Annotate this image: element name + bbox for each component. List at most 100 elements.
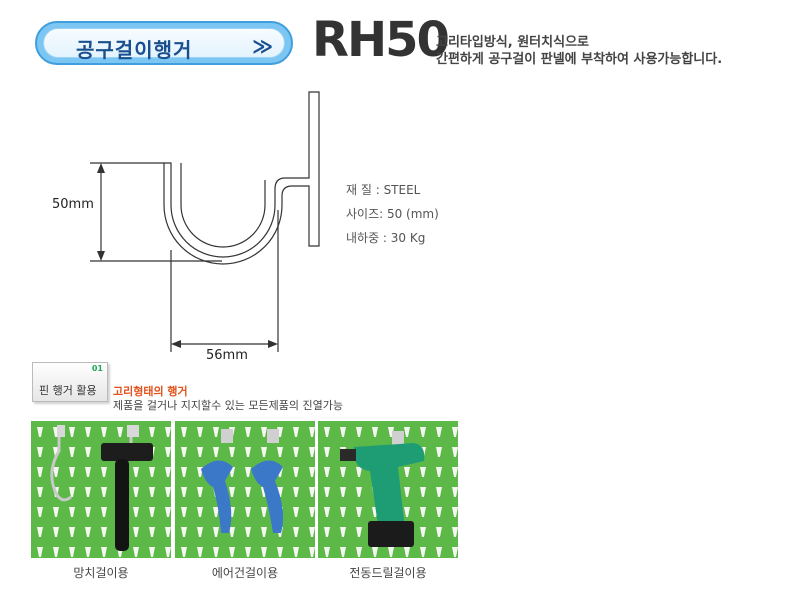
pegboard-hole xyxy=(101,427,107,437)
pegboard-hole xyxy=(197,527,203,537)
pegboard-hole xyxy=(436,507,442,517)
pegboard-hole xyxy=(340,427,346,437)
pegboard-hole xyxy=(436,527,442,537)
hammer-handle xyxy=(115,459,129,551)
pegboard-hole xyxy=(340,467,346,477)
photo-caption-drill: 전동드릴걸이용 xyxy=(349,566,427,580)
pegboard-hole xyxy=(340,527,346,537)
pegboard-hole xyxy=(197,447,203,457)
pegboard-hole xyxy=(309,467,315,477)
pegboard-hole xyxy=(85,507,91,517)
pegboard-hole xyxy=(309,547,315,557)
pegboard-hole xyxy=(436,427,442,437)
pegboard-holes xyxy=(181,427,315,557)
photo-caption-hammer: 망치걸이용 xyxy=(73,566,129,580)
pegboard-hole xyxy=(149,527,155,537)
usage-tag: 01 핀 행거 활용 xyxy=(32,362,108,402)
pegboard-hole xyxy=(85,447,91,457)
pegboard-hole xyxy=(309,487,315,497)
description-line-2: 간편하게 공구걸이 판넬에 부착하여 사용가능합니다. xyxy=(436,52,723,67)
pegboard-hole xyxy=(149,487,155,497)
pegboard-hole xyxy=(309,427,315,437)
pegboard-hole xyxy=(133,507,139,517)
pegboard-hole xyxy=(261,507,267,517)
pegboard-hole xyxy=(293,427,299,437)
pegboard-hole xyxy=(388,547,394,557)
pegboard-hole xyxy=(53,547,59,557)
pegboard-hole xyxy=(133,487,139,497)
pegboard-hole xyxy=(85,427,91,437)
pegboard-hole xyxy=(452,447,458,457)
pegboard-hole xyxy=(165,547,171,557)
pegboard-hole xyxy=(245,547,251,557)
pegboard-hole xyxy=(356,487,362,497)
pegboard-hole xyxy=(85,547,91,557)
pegboard-hole xyxy=(452,507,458,517)
pegboard-hole xyxy=(452,467,458,477)
pegboard-hole xyxy=(181,427,187,437)
pegboard-hole xyxy=(324,467,330,477)
height-dimension-label: 50mm xyxy=(52,197,94,212)
pegboard-hole xyxy=(372,547,378,557)
pegboard-hole xyxy=(69,527,75,537)
drill-chuck xyxy=(340,449,356,461)
usage-description: 제품을 걸거나 지지할수 있는 모든제품의 진열가능 xyxy=(113,399,344,412)
spec-size: 사이즈: 50 (mm) xyxy=(346,207,439,221)
pegboard-hole xyxy=(324,507,330,517)
pegboard-hole xyxy=(324,447,330,457)
pegboard-hole xyxy=(404,467,410,477)
pegboard-hole xyxy=(436,467,442,477)
badge-inner: 공구걸이행거 ≫ xyxy=(43,28,285,62)
pegboard-hole xyxy=(197,547,203,557)
pegboard-hole xyxy=(181,487,187,497)
pegboard-hole xyxy=(356,427,362,437)
pegboard-hole xyxy=(37,547,43,557)
pegboard-hole xyxy=(261,547,267,557)
hanger-inner xyxy=(180,163,266,248)
pegboard-hole xyxy=(37,467,43,477)
height-arrow-top xyxy=(97,163,105,173)
pegboard-hole xyxy=(69,547,75,557)
pegboard-hole xyxy=(101,547,107,557)
pegboard-hole xyxy=(85,527,91,537)
product-name: 공구걸이행거 xyxy=(76,38,193,62)
pegboard-hole xyxy=(181,467,187,477)
pegboard-hole xyxy=(37,427,43,437)
pegboard-hole xyxy=(324,527,330,537)
pegboard-hole xyxy=(324,427,330,437)
pegboard-hole xyxy=(245,467,251,477)
hook-icon xyxy=(50,429,72,502)
pegboard-hole xyxy=(261,527,267,537)
pegboard-hole xyxy=(213,547,219,557)
pegboard-hole xyxy=(404,547,410,557)
height-arrow-bottom xyxy=(97,251,105,261)
pegboard-hole xyxy=(149,467,155,477)
pegboard-hole xyxy=(197,427,203,437)
pegboard-hole xyxy=(309,447,315,457)
product-name-badge: 공구걸이행거 ≫ xyxy=(35,21,293,65)
drill-battery xyxy=(368,521,414,547)
width-dimension-label: 56mm xyxy=(206,348,248,363)
pegboard-hole xyxy=(165,507,171,517)
pegboard-hole xyxy=(293,547,299,557)
pegboard-hole xyxy=(229,547,235,557)
usage-number: 01 xyxy=(91,364,103,373)
pegboard-hole xyxy=(85,467,91,477)
pegboard-hole xyxy=(37,447,43,457)
pegboard-hole xyxy=(37,487,43,497)
pegboard-hole xyxy=(420,547,426,557)
photo-drill xyxy=(318,421,458,558)
pegboard-hole xyxy=(356,527,362,537)
pegboard-hole xyxy=(420,467,426,477)
pegboard-hole xyxy=(404,427,410,437)
pegboard-hole xyxy=(69,447,75,457)
spec-list: 재 질 : STEEL 사이즈: 50 (mm) 내하중 : 30 Kg xyxy=(346,178,439,250)
pegboard-hole xyxy=(165,427,171,437)
pegboard-hole xyxy=(309,507,315,517)
pegboard-hole xyxy=(420,427,426,437)
pegboard-hole xyxy=(149,547,155,557)
model-number: RH50 xyxy=(312,12,450,68)
pegboard-hole xyxy=(245,507,251,517)
photo-caption-air-gun: 에어건걸이용 xyxy=(211,566,279,580)
pegboard-hole xyxy=(165,447,171,457)
